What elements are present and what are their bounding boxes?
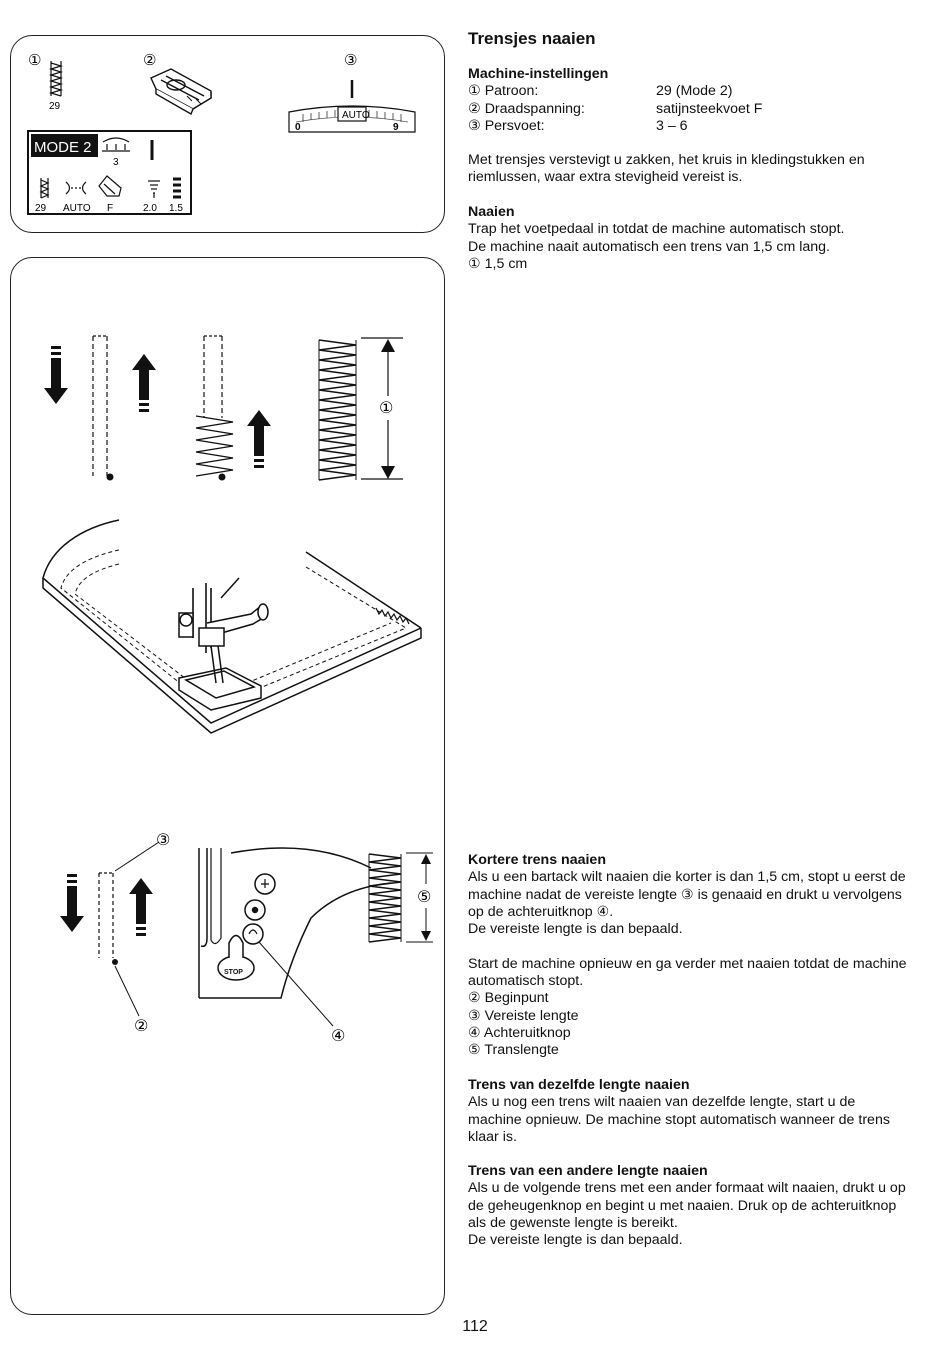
pattern-29-icon (48, 61, 64, 97)
fabric-sewing-illustration (42, 519, 422, 734)
settings-figure-panel: ① 29 ② ③ (10, 35, 445, 233)
lcd-mode-label: MODE 2 (34, 139, 92, 156)
short-bartack-diagram: ③ ② (60, 830, 170, 1035)
bartack-length-diagram: ⑤ (368, 852, 433, 943)
setting-row: ③ Persvoet: 3 – 6 (468, 118, 908, 135)
marker-2: ② (143, 51, 156, 69)
pattern-number: 29 (49, 101, 61, 112)
other-length-heading: Trens van een andere lengte naaien (468, 1163, 708, 1179)
page-number: 112 (462, 1318, 488, 1335)
lcd-value-foot: F (107, 203, 113, 214)
start-stop-button (217, 955, 255, 981)
settings-figure: ① 29 ② ③ (27, 51, 416, 215)
other-length-section: Trens van een andere lengte naaien Als u… (468, 1163, 908, 1249)
setting-marker: ③ (468, 117, 481, 134)
step-return-diagram (195, 335, 271, 481)
lcd-foot-value: 3 (113, 157, 119, 168)
setting-label: Draadspanning: (484, 100, 585, 117)
lcd-value-width: 2.0 (143, 203, 157, 214)
same-length-body: Als u nog een trens wilt naaien van deze… (468, 1094, 890, 1145)
sewing-figure-panel: ① (10, 257, 445, 1315)
lcd-tension-icon (65, 181, 87, 195)
sewing-figure: ① (42, 335, 433, 1045)
shorter-bartack-section: Kortere trens naaien Als u een bartack w… (468, 852, 908, 1060)
dial-max-label: 9 (393, 122, 399, 133)
lcd-foot-icon (98, 175, 122, 197)
reverse-button (242, 923, 264, 945)
setting-label: Persvoet: (484, 117, 545, 134)
setting-value: satijnsteekvoet F (656, 100, 763, 117)
dial-auto-label: AUTO (342, 110, 370, 121)
setting-row: ① Patroon: 29 (Mode 2) (468, 83, 908, 100)
marker-1: ① (28, 51, 41, 69)
marker-4-reverse-button: ④ (331, 1026, 345, 1045)
setting-row: ② Draadspanning: satijnsteekvoet F (468, 101, 908, 118)
satin-foot-icon (150, 68, 212, 116)
setting-label: Patroon: (484, 83, 539, 100)
stop-label: STOP (224, 969, 243, 976)
shorter-line-2: De vereiste lengte is dan bepaald. (468, 921, 683, 938)
lcd-length-icon (173, 177, 181, 199)
sewing-line-1: Trap het voetpedaal in totdat de machine… (468, 221, 845, 238)
lcd-value-pattern: 29 (35, 203, 47, 214)
machine-settings-heading: Machine-instellingen (468, 66, 609, 82)
marker-3-required-length: ③ (156, 830, 170, 849)
lcd-foot-pressure-icon (102, 137, 130, 152)
other-length-body: Als u de volgende trens met een ander fo… (468, 1180, 906, 1231)
step-start-diagram (44, 335, 156, 481)
intro-paragraph: Met trensjes verstevigt u zakken, het kr… (468, 152, 865, 186)
shorter-heading: Kortere trens naaien (468, 852, 606, 868)
shorter-body: Als u een bartack wilt naaien die korter… (468, 869, 906, 920)
dial-min-label: 0 (295, 122, 301, 133)
full-bartack-diagram: ① (318, 337, 403, 481)
shorter-item: ④ Achteruitknop (468, 1024, 571, 1041)
sewing-item: ① 1,5 cm (468, 255, 528, 272)
setting-value: 29 (Mode 2) (656, 83, 733, 100)
marker-3: ③ (344, 51, 357, 69)
marker-5-bartack-length: ⑤ (417, 887, 431, 906)
lcd-value-length: 1.5 (169, 203, 183, 214)
page-title: Trensjes naaien (468, 29, 596, 48)
shorter-item: ③ Vereiste lengte (468, 1007, 579, 1024)
other-length-line-2: De vereiste lengte is dan bepaald. (468, 1232, 683, 1249)
marker-2-start-point: ② (134, 1016, 148, 1035)
tension-dial-icon: AUTO 0 9 (288, 80, 416, 133)
marker-1-length: ① (379, 398, 393, 417)
shorter-item: ⑤ Translengte (468, 1042, 559, 1059)
lcd-width-icon (148, 180, 160, 198)
lcd-screen: MODE 2 3 (27, 130, 192, 215)
lcd-pattern-icon (39, 178, 50, 199)
sewing-line-2: De machine naait automatisch een trens v… (468, 238, 830, 255)
setting-marker: ② (468, 100, 481, 117)
machine-settings-section: Machine-instellingen ① Patroon: 29 (Mode… (468, 66, 908, 135)
intro-section: Met trensjes verstevigt u zakken, het kr… (468, 152, 908, 187)
shorter-item: ② Beginpunt (468, 990, 549, 1007)
lcd-value-tension: AUTO (63, 203, 91, 214)
title-block: Trensjes naaien (468, 29, 908, 49)
shorter-restart: Start de machine opnieuw en ga verder me… (468, 955, 907, 990)
sewing-heading: Naaien (468, 204, 515, 220)
machine-buttons-illustration: STOP (198, 847, 392, 1027)
sewing-section: Naaien Trap het voetpedaal in totdat de … (468, 204, 908, 273)
same-length-heading: Trens van dezelfde lengte naaien (468, 1077, 690, 1093)
setting-marker: ① (468, 83, 481, 100)
same-length-section: Trens van dezelfde lengte naaien Als u n… (468, 1077, 908, 1146)
setting-value: 3 – 6 (656, 117, 688, 134)
